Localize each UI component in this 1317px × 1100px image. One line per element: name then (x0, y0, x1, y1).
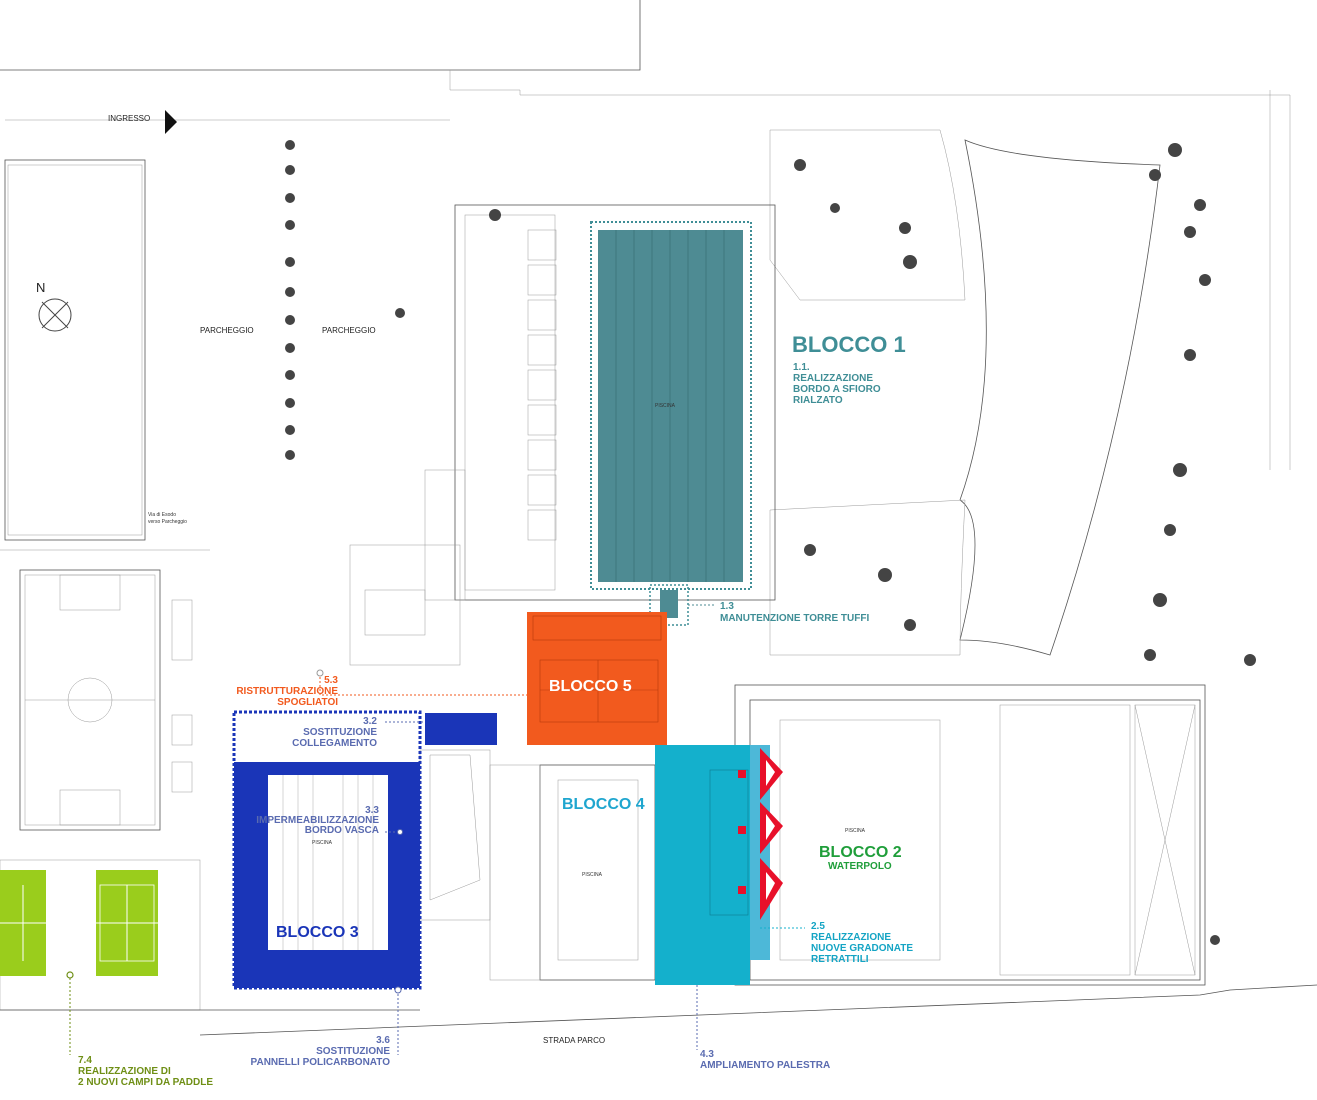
blocco1-pool (590, 221, 752, 626)
note-2-5-line-4: RETRATTILI (811, 954, 869, 965)
pool-3-label: PISCINA (312, 840, 333, 846)
parking-label-1: PARCHEGGIO (200, 326, 254, 335)
note-3-2: 3.2 SOSTITUZIONE COLLEGAMENTO (292, 716, 377, 749)
retractable-stands-icons (738, 748, 783, 920)
note-2-5: 2.5 REALIZZAZIONE NUOVE GRADONATE RETRAT… (811, 921, 913, 965)
note-3-3-line-3: BORDO VASCA (305, 825, 379, 836)
note-1-3-line-2: MANUTENZIONE TORRE TUFFI (720, 613, 869, 624)
pool-4-label: PISCINA (582, 872, 603, 878)
tree-row (285, 140, 1256, 945)
pool-2-label: PISCINA (845, 828, 866, 834)
note-4-3-line-1: 4.3 (700, 1049, 714, 1060)
leader-dots (66, 669, 403, 994)
note-3-2-line-3: COLLEGAMENTO (292, 738, 377, 749)
note-3-3: 3.3 IMPERMEABILIZZAZIONE BORDO VASCA (256, 805, 379, 836)
note-4-3: 4.3 AMPLIAMENTO PALESTRA (700, 1049, 830, 1071)
pool-1-label: PISCINA (655, 403, 676, 409)
note-1-1-line-1: 1.1. (793, 362, 810, 373)
blocco2-title: BLOCCO 2 (819, 844, 902, 861)
note-2-5-line-3: NUOVE GRADONATE (811, 943, 913, 954)
note-2-5-line-2: REALIZZAZIONE (811, 932, 891, 943)
blocco5-area (527, 612, 667, 745)
blocco2-subtitle: WATERPOLO (828, 861, 892, 872)
blocco3-building (232, 710, 422, 990)
note-7-4-line-1: 7.4 (78, 1055, 92, 1066)
parking-label-2: PARCHEGGIO (322, 326, 376, 335)
note-1-1-line-3: BORDO A SFIORO (793, 384, 881, 395)
note-3-6: 3.6 SOSTITUZIONE PANNELLI POLICARBONATO (251, 1035, 391, 1068)
note-5-3: 5.3 RISTRUTTURAZIONE SPOGLIATOI (236, 675, 338, 708)
note-1-3-line-1: 1.3 (720, 601, 734, 612)
blocco4-title: BLOCCO 4 (562, 796, 645, 813)
note-1-3: 1.3 MANUTENZIONE TORRE TUFFI (720, 601, 869, 624)
note-3-2-line-2: SOSTITUZIONE (303, 727, 377, 738)
note-3-3-line-2: IMPERMEABILIZZAZIONE (256, 815, 379, 826)
via-esodo-label-1: Via di Esodo (148, 512, 176, 518)
note-3-2-line-1: 3.2 (363, 716, 377, 727)
note-1-1-line-2: REALIZZAZIONE (793, 373, 873, 384)
note-7-4-line-3: 2 NUOVI CAMPI DA PADDLE (78, 1077, 213, 1088)
note-3-6-line-3: PANNELLI POLICARBONATO (251, 1057, 391, 1068)
note-3-3-line-1: 3.3 (365, 805, 379, 816)
note-5-3-line-3: SPOGLIATOI (277, 697, 338, 708)
entrance-label: INGRESSO (108, 114, 150, 123)
north-arrow-icon (38, 298, 72, 332)
note-5-3-line-1: 5.3 (324, 675, 338, 686)
note-1-1-line-4: RIALZATO (793, 395, 843, 406)
blocco3-collegamento (425, 713, 497, 745)
blocco4-extension (655, 745, 770, 985)
blocco1-title: BLOCCO 1 (792, 332, 906, 357)
note-2-5-line-1: 2.5 (811, 921, 825, 932)
note-3-6-line-1: 3.6 (376, 1035, 390, 1046)
north-label: N (36, 280, 45, 295)
entrance-arrow-icon (165, 110, 177, 134)
blocco3-title: BLOCCO 3 (276, 924, 359, 941)
via-esodo-label-2: verso Parcheggio (148, 519, 187, 525)
note-3-6-line-2: SOSTITUZIONE (316, 1046, 390, 1057)
benches (171, 599, 193, 793)
paddle-courts (0, 870, 158, 976)
note-4-3-line-2: AMPLIAMENTO PALESTRA (700, 1060, 830, 1071)
blocco5-title: BLOCCO 5 (549, 678, 632, 695)
note-7-4-line-2: REALIZZAZIONE DI (78, 1066, 171, 1077)
changing-room-cells (527, 229, 557, 541)
strada-parco-label: STRADA PARCO (543, 1036, 605, 1045)
note-7-4: 7.4 REALIZZAZIONE DI 2 NUOVI CAMPI DA PA… (78, 1055, 213, 1088)
note-5-3-line-2: RISTRUTTURAZIONE (236, 686, 338, 697)
note-1-1: 1.1. REALIZZAZIONE BORDO A SFIORO RIALZA… (793, 362, 881, 406)
